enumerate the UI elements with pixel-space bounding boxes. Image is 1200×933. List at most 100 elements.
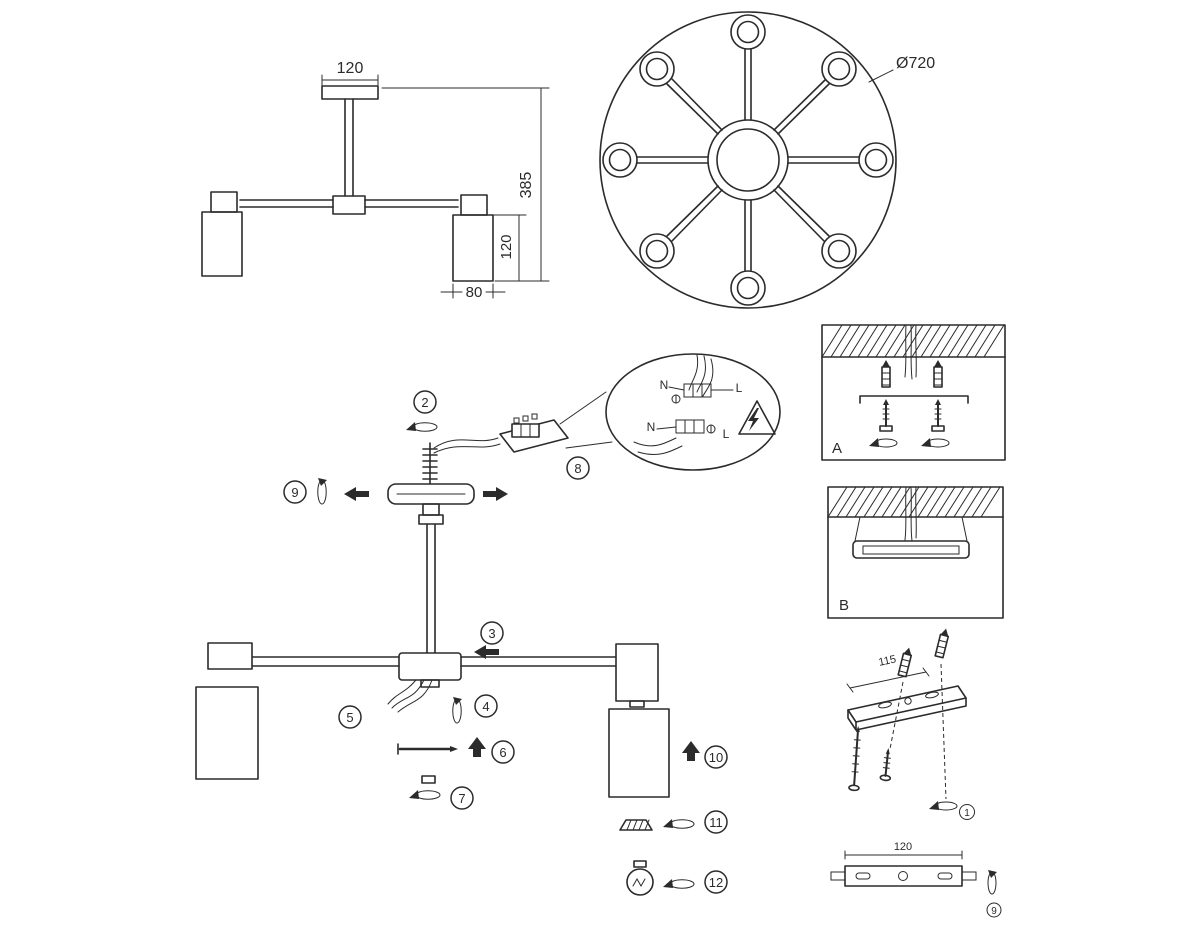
bracket-body [844,865,963,887]
wall-anchor-icon [934,628,950,659]
svg-text:9: 9 [991,906,997,917]
step-9-badge: 9 [283,480,307,504]
arrow-up-icon [682,741,700,761]
lamp-holders [602,14,894,306]
central-tube [426,523,436,654]
center-hub [332,195,366,215]
svg-text:5: 5 [346,710,353,725]
fixture-outline-circle [599,11,897,309]
mounting-bracket-line [859,395,969,404]
hub-wires [387,679,433,713]
step-4-badge: 4 [474,694,498,718]
screw-icon [931,399,945,432]
panel-b: B [827,486,1004,619]
diffuser-ring-icon [619,819,653,831]
terminal-block [499,413,569,453]
bracket-center-hole [898,871,908,881]
right-arm-shade [608,708,670,798]
svg-text:3: 3 [488,626,495,641]
step-6-badge: 6 [491,740,515,764]
wall-anchor-icon [897,647,913,678]
panel-a-border [821,324,1006,461]
rotation-icon [317,478,327,505]
dim-shade-width-label: 80 [466,284,483,301]
dim-shade-height-label: 120 [498,234,515,259]
fixture-wires [633,437,683,455]
top-view: Ø720 [599,11,935,309]
screw-icon [879,748,892,782]
panel-a: A [821,324,1006,461]
bulb-icon [626,860,654,896]
svg-text:10: 10 [709,750,723,765]
step-9-bracket-badge: 9 [986,902,1002,918]
svg-text:7: 7 [458,791,465,806]
ceiling-hatch [827,486,1001,518]
step-8-badge: 8 [566,456,590,480]
spokes [636,48,860,272]
bracket-front-view: 120 9 [830,841,1002,918]
svg-text:6: 6 [499,745,506,760]
side-view: 120 385 120 80 [201,60,550,301]
panel-b-label: B [839,597,849,614]
dim-diameter-label: Ø720 [896,55,935,72]
dimension-canopy-width: 120 [321,60,379,86]
dimension-bracket-length: 115 [846,653,930,693]
ground-symbol-icon [671,394,681,404]
step-12-badge: 12 [704,870,728,894]
hub-outer-circle [707,119,789,201]
rotation-icon [409,790,441,800]
step-10-badge: 10 [704,745,728,769]
wall-anchor-icon [881,360,891,388]
ceiling-wires [904,324,917,380]
ceiling-hatch [821,324,1005,358]
arm-hub-tab [420,679,440,688]
supply-wires [688,354,714,397]
rotation-icon [869,438,898,448]
rotation-icon [929,801,958,811]
alignment-dashed-lines [889,663,947,800]
rotation-icon [921,438,950,448]
svg-text:2: 2 [421,395,428,410]
arrow-right-icon [483,487,508,501]
arrow-left-icon [344,487,369,501]
step-1-badge: 1 [959,804,975,820]
ceiling-wires [904,486,917,542]
right-socket-notch [629,700,645,708]
right-shade [452,214,494,282]
high-voltage-warning-icon [738,400,776,435]
lower-terminal [675,419,705,434]
left-arm-shade [195,686,259,780]
rotation-icon [663,879,695,889]
screw-icon [397,743,458,755]
arrow-up-icon [468,737,486,757]
svg-text:8: 8 [574,461,581,476]
dimension-shade-height: 120 [481,214,527,282]
dim-total-height-label: 385 [518,172,535,199]
zoom-bubble [605,353,781,471]
dimension-shade-width: 80 [440,283,506,301]
canopy-connector [422,503,440,516]
step-7-badge: 7 [450,786,474,810]
upper-live-label: L [736,381,743,395]
upper-neutral-label: N [660,378,669,392]
threaded-stud [422,442,438,485]
nut-icon [421,775,436,784]
svg-text:4: 4 [482,699,489,714]
dimension-bracket-width: 120 [844,841,963,860]
arrow-left-icon [474,645,499,659]
screw-icon [848,726,861,792]
dim-bracket-width-label: 120 [894,841,912,853]
svg-text:11: 11 [709,815,723,830]
bracket-thickness [847,697,967,731]
dimension-diameter: Ø720 [868,55,935,83]
arms [239,199,459,208]
wiring-zoom-detail: N L N L [605,353,781,471]
screw-icon [879,399,893,432]
bracket-left-pin [830,871,846,881]
svg-text:12: 12 [709,875,723,890]
zoom-leader-lines [559,391,613,449]
dimension-total-height: 385 [381,87,550,282]
canopy-outline [321,85,379,100]
